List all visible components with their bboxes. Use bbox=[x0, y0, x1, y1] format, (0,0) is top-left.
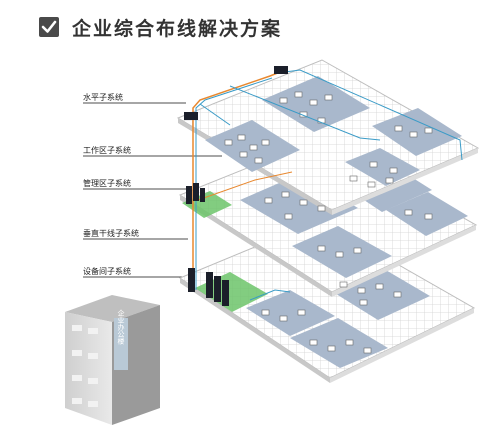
label-pointers bbox=[83, 102, 222, 278]
rack-icon bbox=[188, 268, 195, 292]
rack-icon bbox=[214, 276, 221, 302]
floor-2 bbox=[178, 137, 478, 297]
office-zone bbox=[345, 148, 420, 186]
label-management-subsystem: 管理区子系统 bbox=[83, 179, 131, 188]
office-zone bbox=[246, 290, 335, 336]
building-sign-panel bbox=[114, 318, 128, 370]
rack-icon bbox=[206, 272, 213, 298]
building-sign: 企业办公楼 bbox=[117, 309, 125, 346]
check-square-icon bbox=[39, 17, 59, 37]
workstations bbox=[224, 91, 433, 354]
switch-icon bbox=[274, 66, 288, 74]
office-building: 企业办公楼 bbox=[65, 295, 160, 425]
switch-icon bbox=[184, 112, 198, 120]
rack-icon bbox=[200, 188, 205, 202]
rack-icon bbox=[222, 280, 229, 306]
page-header: 企业综合布线解决方案 bbox=[38, 12, 282, 42]
office-zone bbox=[240, 174, 358, 234]
equipment-room-zone bbox=[195, 272, 268, 312]
label-vertical-subsystem: 垂直干线子系统 bbox=[83, 229, 139, 238]
label-horizontal-subsystem: 水平子系统 bbox=[83, 93, 123, 102]
label-equipment-subsystem: 设备间子系统 bbox=[83, 267, 131, 276]
rack-icon bbox=[186, 186, 192, 204]
page-title: 企业综合布线解决方案 bbox=[72, 17, 283, 40]
rack-icon bbox=[193, 183, 199, 201]
building-windows bbox=[72, 325, 98, 407]
label-work-area-subsystem: 工作区子系统 bbox=[83, 146, 131, 155]
office-zone bbox=[290, 318, 388, 368]
network-racks bbox=[184, 66, 288, 306]
